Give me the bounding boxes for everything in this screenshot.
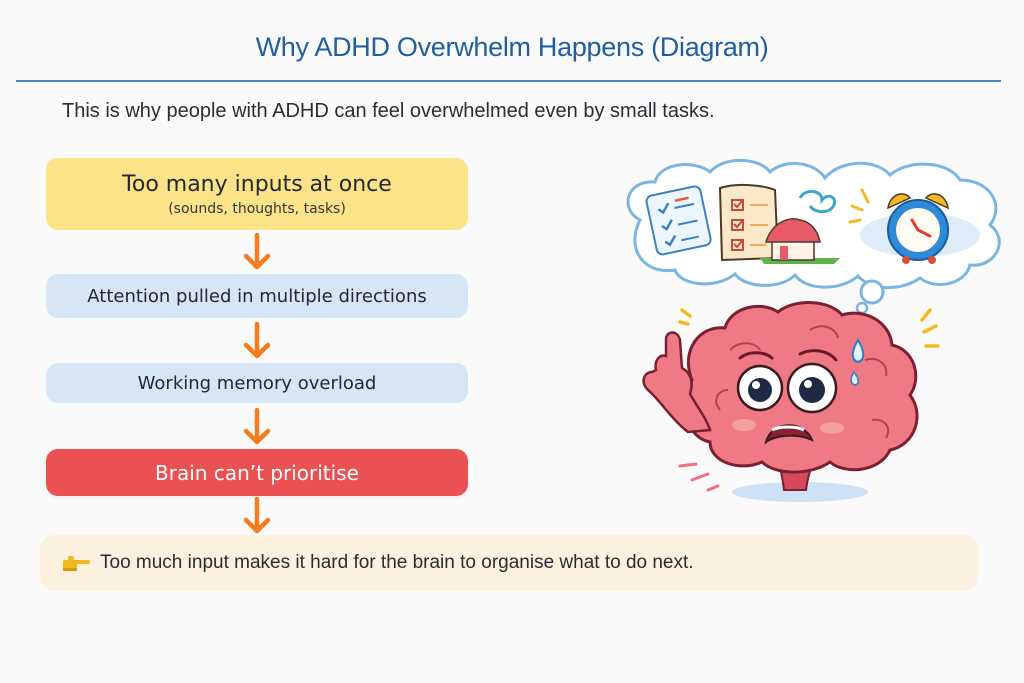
arrow-down-icon (243, 408, 271, 445)
conclusion-text: Too much input makes it hard for the bra… (100, 552, 694, 573)
raised-hand-icon (642, 331, 712, 434)
page-title: Why ADHD Overwhelm Happens (Diagram) (255, 32, 769, 62)
page-subtitle: This is why people with ADHD can feel ov… (62, 100, 715, 122)
stressed-brain-illustration (626, 158, 1001, 502)
flow-step-prioritise: Brain can’t prioritise (46, 449, 468, 496)
alarm-clock-icon (887, 193, 949, 264)
conclusion-box: Too much input makes it hard for the bra… (40, 535, 978, 591)
arrow-down-icon (243, 497, 271, 534)
flow-step-attention: Attention pulled in multiple directions (46, 274, 468, 318)
title-divider (16, 80, 1001, 82)
flow-step-memory: Working memory overload (46, 363, 468, 403)
arrow-down-icon (243, 322, 271, 359)
flow-step-inputs: Too many inputs at once (sounds, thought… (46, 158, 468, 230)
arrow-down-icon (243, 233, 271, 270)
brain-character-icon (684, 301, 919, 474)
stress-marks-icon (678, 308, 940, 348)
pointing-hand-icon (63, 556, 90, 571)
task-list-icon (718, 183, 780, 262)
step-label: Working memory overload (137, 372, 377, 394)
checklist-icon (645, 185, 712, 256)
step-label: Brain can’t prioritise (155, 460, 359, 485)
house-icon (760, 218, 840, 264)
step-label: Too many inputs at once (122, 171, 392, 197)
step-label: Attention pulled in multiple directions (87, 285, 427, 307)
step-sublabel: (sounds, thoughts, tasks) (168, 200, 346, 217)
